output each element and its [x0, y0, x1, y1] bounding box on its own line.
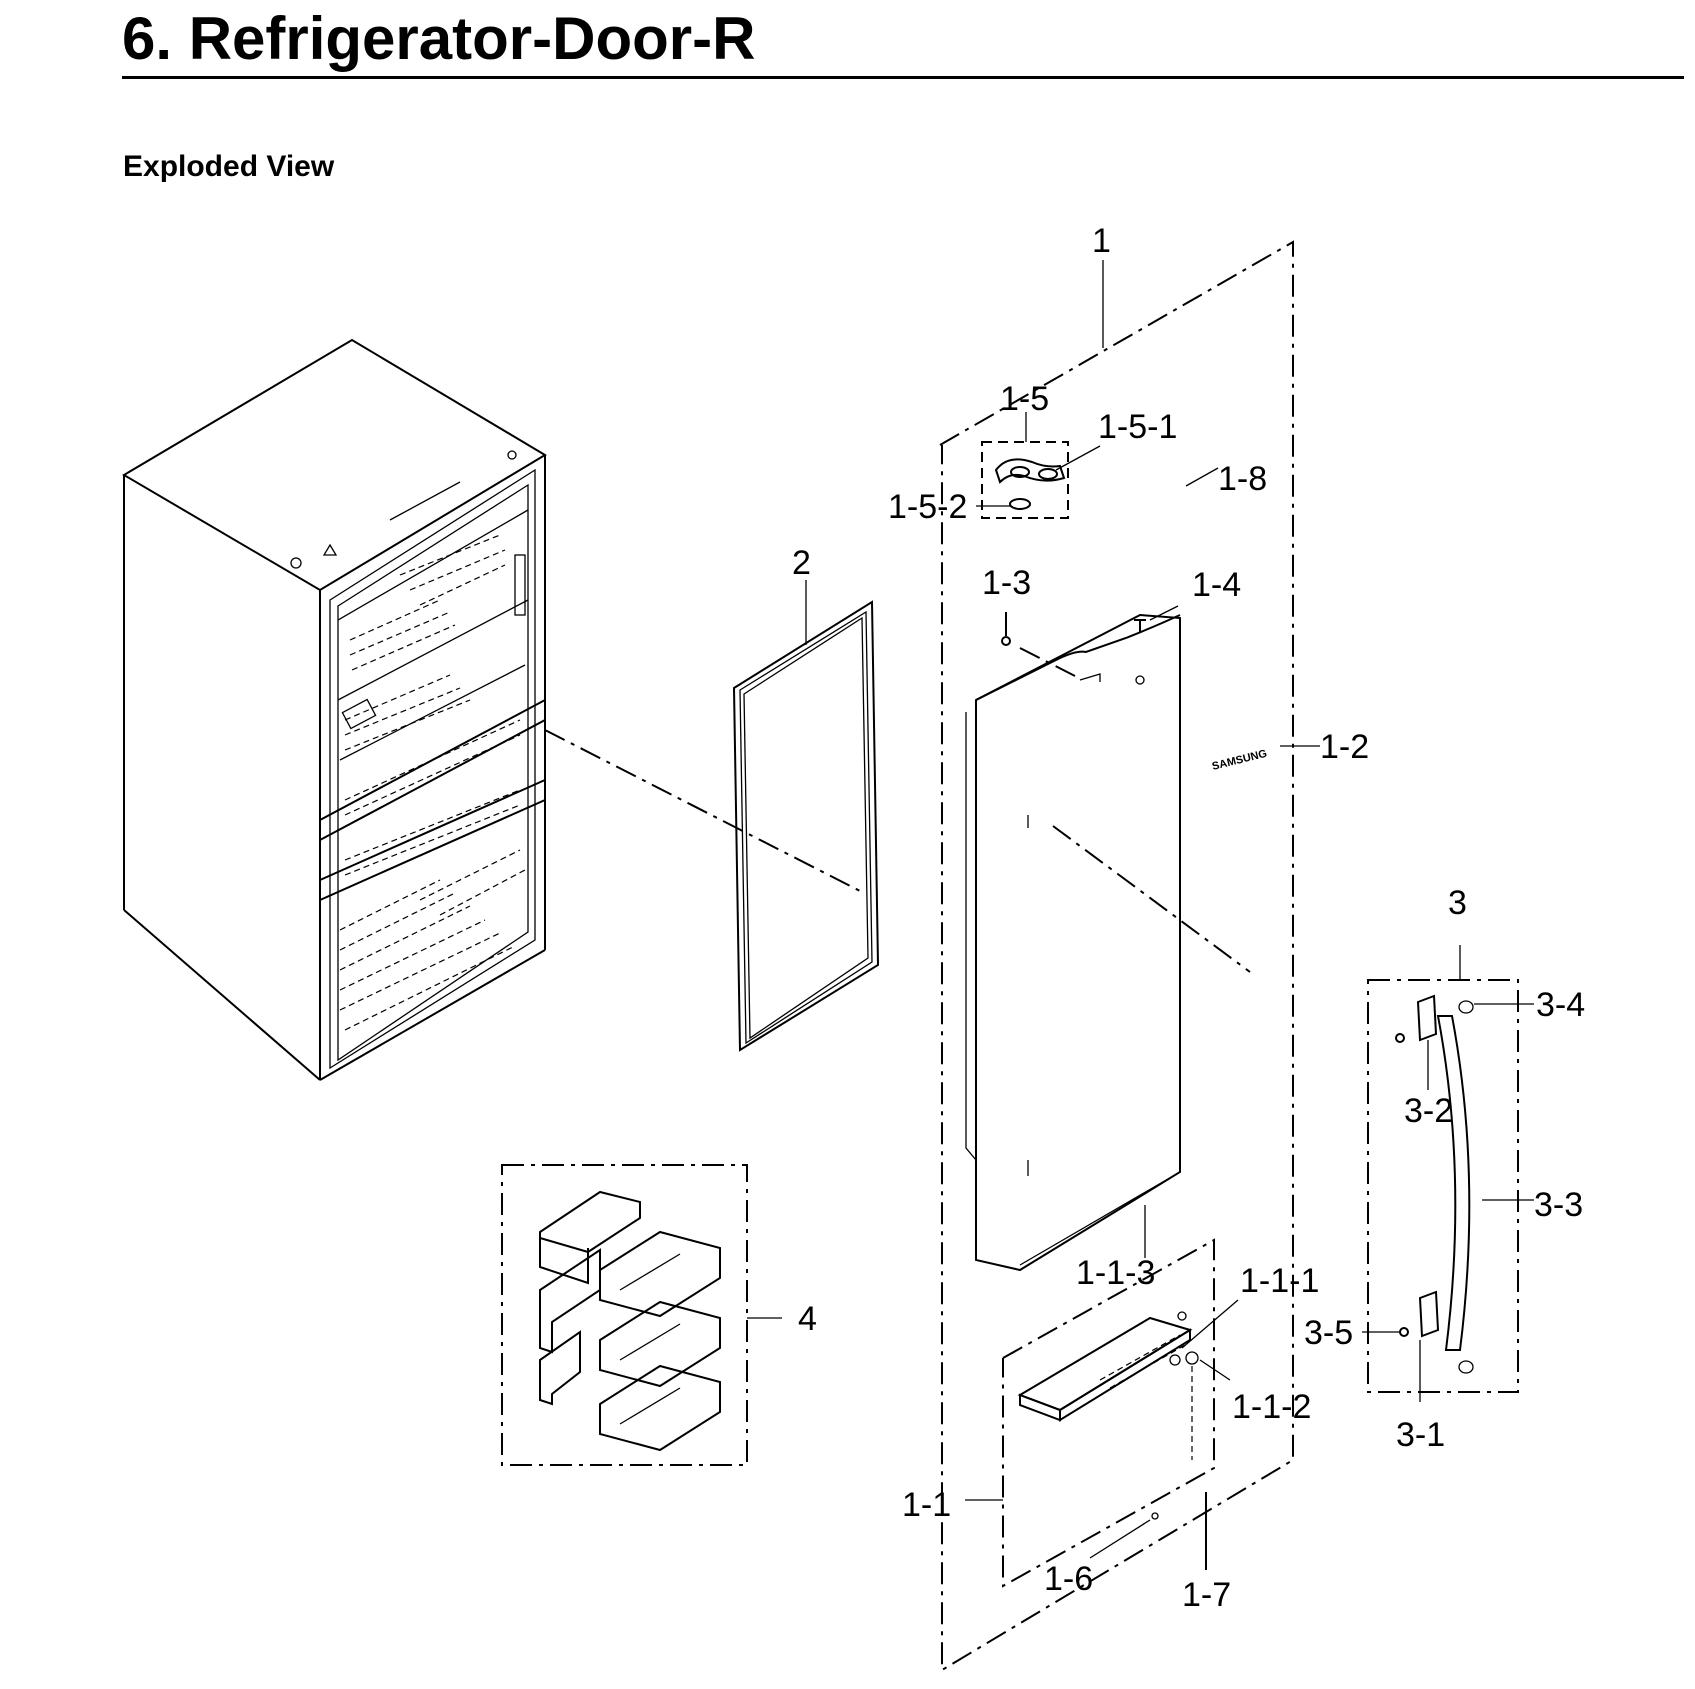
samsung-logo-part: SAMSUNG [1211, 748, 1268, 773]
leader-1-6 [1089, 1519, 1151, 1559]
page-title: 6. Refrigerator-Door-R [122, 5, 756, 72]
refrigerator-cabinet [122, 338, 547, 1081]
callout-3-2: 3-2 [1404, 1092, 1453, 1130]
callout-4: 4 [798, 1300, 817, 1338]
callout-3: 3 [1448, 884, 1467, 922]
screw-1-4 [1134, 619, 1146, 632]
trim-part [1017, 1311, 1199, 1422]
leader-1-8 [1185, 467, 1219, 487]
callout-3-4: 3-4 [1536, 986, 1585, 1024]
trim-subassembly-box [1002, 1238, 1215, 1588]
callout-1: 1 [1092, 222, 1111, 260]
callout-1-5-2: 1-5-2 [888, 488, 967, 526]
callout-1-4: 1-4 [1192, 566, 1241, 604]
part-1-6 [1151, 1512, 1159, 1520]
callout-3-3: 3-3 [1534, 1186, 1583, 1224]
hinge-part [994, 458, 1066, 510]
callout-1-7: 1-7 [1182, 1576, 1231, 1614]
leader-1-1-1 [1181, 1299, 1239, 1349]
assembly-line-door-handle [1052, 825, 1251, 973]
cabinet-shelf-hatching [339, 534, 526, 1031]
door-gasket [732, 600, 880, 1052]
callout-1-1-1: 1-1-1 [1240, 1262, 1319, 1300]
callout-1-5: 1-5 [1000, 380, 1049, 418]
callout-1-2: 1-2 [1320, 728, 1369, 766]
callout-1-5-1: 1-5-1 [1098, 408, 1177, 446]
handle-bracket-upper [1395, 994, 1438, 1043]
callout-1-1: 1-1 [902, 1486, 951, 1524]
callout-1-1-2: 1-1-2 [1232, 1388, 1311, 1426]
callout-2: 2 [792, 544, 811, 582]
callout-1-1-3: 1-1-3 [1076, 1254, 1155, 1292]
screw-1-3 [1001, 636, 1011, 646]
door-bins [539, 1190, 721, 1452]
handle-bar [1436, 1000, 1474, 1374]
leader-1-1-2 [1199, 1359, 1231, 1381]
door-bins-box [501, 1164, 748, 1466]
door-assembly-boundary [939, 240, 1294, 1672]
assembly-line-cabinet [544, 729, 863, 893]
section-subtitle: Exploded View [123, 150, 335, 183]
door-panel [965, 613, 1181, 1272]
callout-1-8: 1-8 [1218, 460, 1267, 498]
title-underline [122, 76, 1684, 79]
leader-1-5-1 [1055, 445, 1101, 471]
callout-1-3: 1-3 [982, 564, 1031, 602]
callout-1-6: 1-6 [1044, 1560, 1093, 1598]
callout-3-5: 3-5 [1304, 1314, 1353, 1352]
callout-3-1: 3-1 [1396, 1416, 1445, 1454]
handle-bracket-lower [1399, 1290, 1440, 1338]
